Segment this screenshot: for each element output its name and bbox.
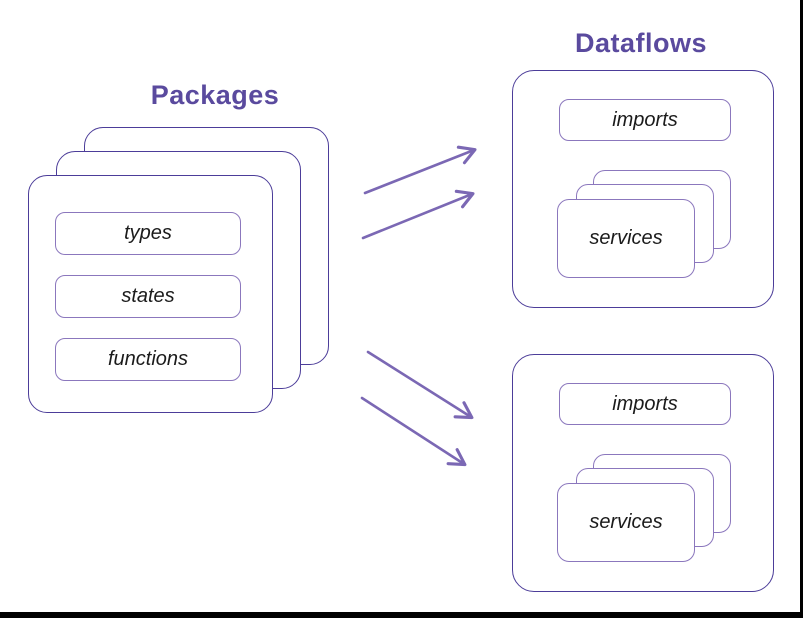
dataflow-box-top: imports services [512, 70, 774, 308]
service-card-front-top: services [557, 199, 695, 278]
package-card-front: types states functions [28, 175, 273, 413]
dataflows-title: Dataflows [574, 28, 708, 58]
package-item-functions: functions [55, 338, 241, 381]
arrow-packages-to-top-dataflow-2 [361, 189, 475, 240]
arrow-packages-to-top-dataflow-1 [363, 145, 477, 195]
packages-title: Packages [150, 80, 280, 110]
arrow-packages-to-bottom-dataflow-1 [366, 350, 474, 420]
dataflow-box-bottom: imports services [512, 354, 774, 592]
arrow-packages-to-bottom-dataflow-2 [360, 396, 467, 467]
imports-box-bottom: imports [559, 383, 731, 425]
imports-box-top: imports [559, 99, 731, 141]
package-item-states: states [55, 275, 241, 318]
service-card-front-bottom: services [557, 483, 695, 562]
package-item-types: types [55, 212, 241, 255]
